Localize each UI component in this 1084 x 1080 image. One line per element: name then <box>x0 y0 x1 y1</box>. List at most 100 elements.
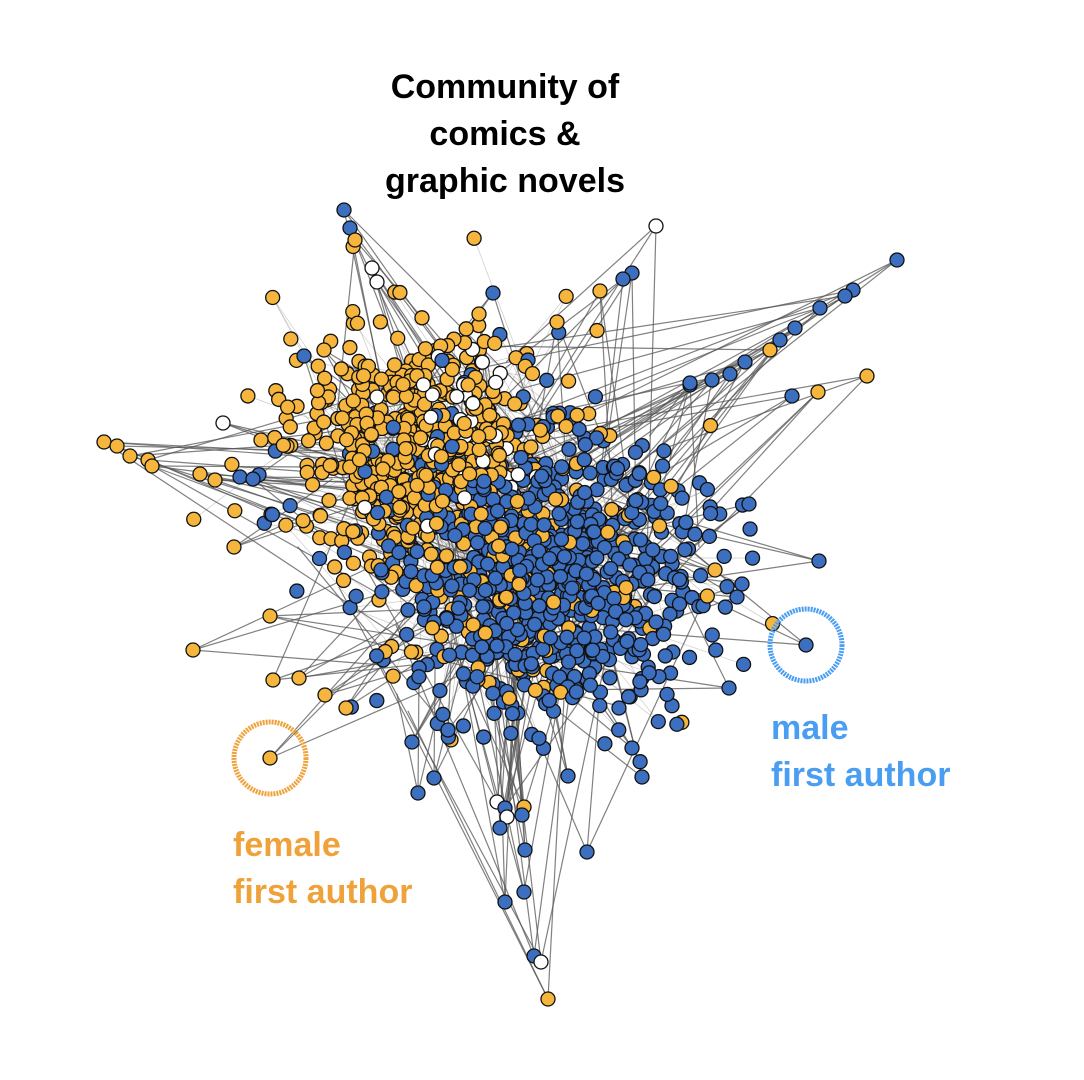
male-author-node <box>541 550 558 567</box>
female-author-node <box>373 371 390 387</box>
female-author-node <box>491 447 508 463</box>
male-author-node <box>517 842 533 858</box>
male-author-node <box>526 616 543 633</box>
female-author-node <box>810 384 826 400</box>
male-author-node <box>798 637 814 653</box>
male-author-node <box>597 736 613 752</box>
male-author-node <box>492 820 508 836</box>
male-author-node <box>489 503 506 519</box>
male-author-node <box>475 729 492 745</box>
male-author-node <box>553 459 570 475</box>
male-author-node <box>289 583 305 599</box>
male-author-node <box>542 630 559 646</box>
male-author-node <box>735 656 752 673</box>
female-author-node <box>335 572 352 589</box>
female-author-node <box>418 467 434 483</box>
male-author-node <box>369 648 385 664</box>
female-author-node <box>390 330 406 346</box>
male-author-node <box>603 624 619 640</box>
male-author-node <box>678 514 694 530</box>
male-author-node <box>607 603 624 620</box>
female-author-node <box>304 476 321 493</box>
male-author-node <box>584 642 601 658</box>
female-author-node <box>558 288 574 305</box>
male-author-node <box>618 612 634 628</box>
female-author-node <box>550 408 566 424</box>
female-author-node <box>327 559 343 575</box>
male-author-node <box>615 271 631 287</box>
male-author-node <box>556 549 573 565</box>
male-author-node <box>577 484 593 501</box>
male-author-node <box>523 516 539 532</box>
male-author-node <box>578 566 595 582</box>
male-author-node <box>628 492 644 509</box>
male-author-node <box>741 496 757 512</box>
male-author-node <box>531 598 547 614</box>
female-author-node <box>589 322 605 339</box>
female-author-node <box>429 559 446 575</box>
female-author-node <box>702 417 719 434</box>
male-author-node <box>648 614 664 630</box>
unknown-author-node <box>533 954 549 970</box>
male-author-node <box>564 580 580 596</box>
unknown-author-node <box>474 354 491 370</box>
female-author-node <box>333 361 349 377</box>
male-author-node <box>507 646 523 663</box>
male-author-node <box>677 542 693 558</box>
female-author-node <box>395 376 411 393</box>
male-author-node <box>654 458 671 474</box>
female-author-node <box>618 579 634 596</box>
unknown-author-node <box>357 499 373 516</box>
male-author-node <box>596 539 613 556</box>
male-author-node <box>632 674 648 690</box>
male-author-node <box>477 520 493 537</box>
female-author-node <box>458 321 474 337</box>
male-author-node <box>440 722 456 738</box>
female-author-node <box>547 491 564 507</box>
graph-nodes <box>96 202 905 1007</box>
female-author-node <box>375 461 391 477</box>
male-author-node <box>650 713 666 730</box>
male-author-node <box>282 497 298 514</box>
male-author-node <box>701 528 718 545</box>
female-label-line-1: female <box>233 826 341 864</box>
unknown-author-node <box>415 377 432 393</box>
female-author-node <box>282 419 298 435</box>
male-author-node <box>609 460 626 477</box>
male-author-node <box>541 692 557 709</box>
female-author-node <box>310 358 326 374</box>
female-author-node <box>185 642 201 658</box>
female-author-node <box>600 524 616 540</box>
male-author-node <box>552 568 569 585</box>
male-author-node <box>510 417 527 433</box>
male-author-node <box>716 548 732 565</box>
graph-title: Community of comics & graphic novels <box>300 64 710 205</box>
female-author-node <box>321 492 337 509</box>
male-author-node <box>455 666 472 682</box>
female-author-node <box>186 511 202 527</box>
female-author-node <box>433 448 449 465</box>
male-author-node <box>476 473 492 489</box>
male-author-node <box>634 769 650 785</box>
female-author-node <box>405 520 421 536</box>
male-author-node <box>632 532 649 548</box>
female-author-node <box>295 513 311 529</box>
male-author-node <box>409 543 425 560</box>
male-author-node <box>742 521 758 537</box>
male-author-node <box>674 490 690 506</box>
female-author-node <box>262 750 278 766</box>
male-author-node <box>632 754 648 770</box>
male-author-node <box>410 785 426 801</box>
male-author-node <box>311 550 328 567</box>
male-author-node <box>837 288 853 304</box>
female-author-node <box>403 644 420 660</box>
male-author-node <box>631 465 647 482</box>
female-author-node <box>392 499 408 516</box>
female-author-node <box>96 434 112 450</box>
unknown-author-node <box>449 388 465 405</box>
female-author-node <box>490 538 507 554</box>
male-author-node <box>571 421 587 437</box>
male-author-node <box>552 669 568 685</box>
male-first-author-label: male first author <box>771 705 950 799</box>
male-author-node <box>576 452 592 468</box>
